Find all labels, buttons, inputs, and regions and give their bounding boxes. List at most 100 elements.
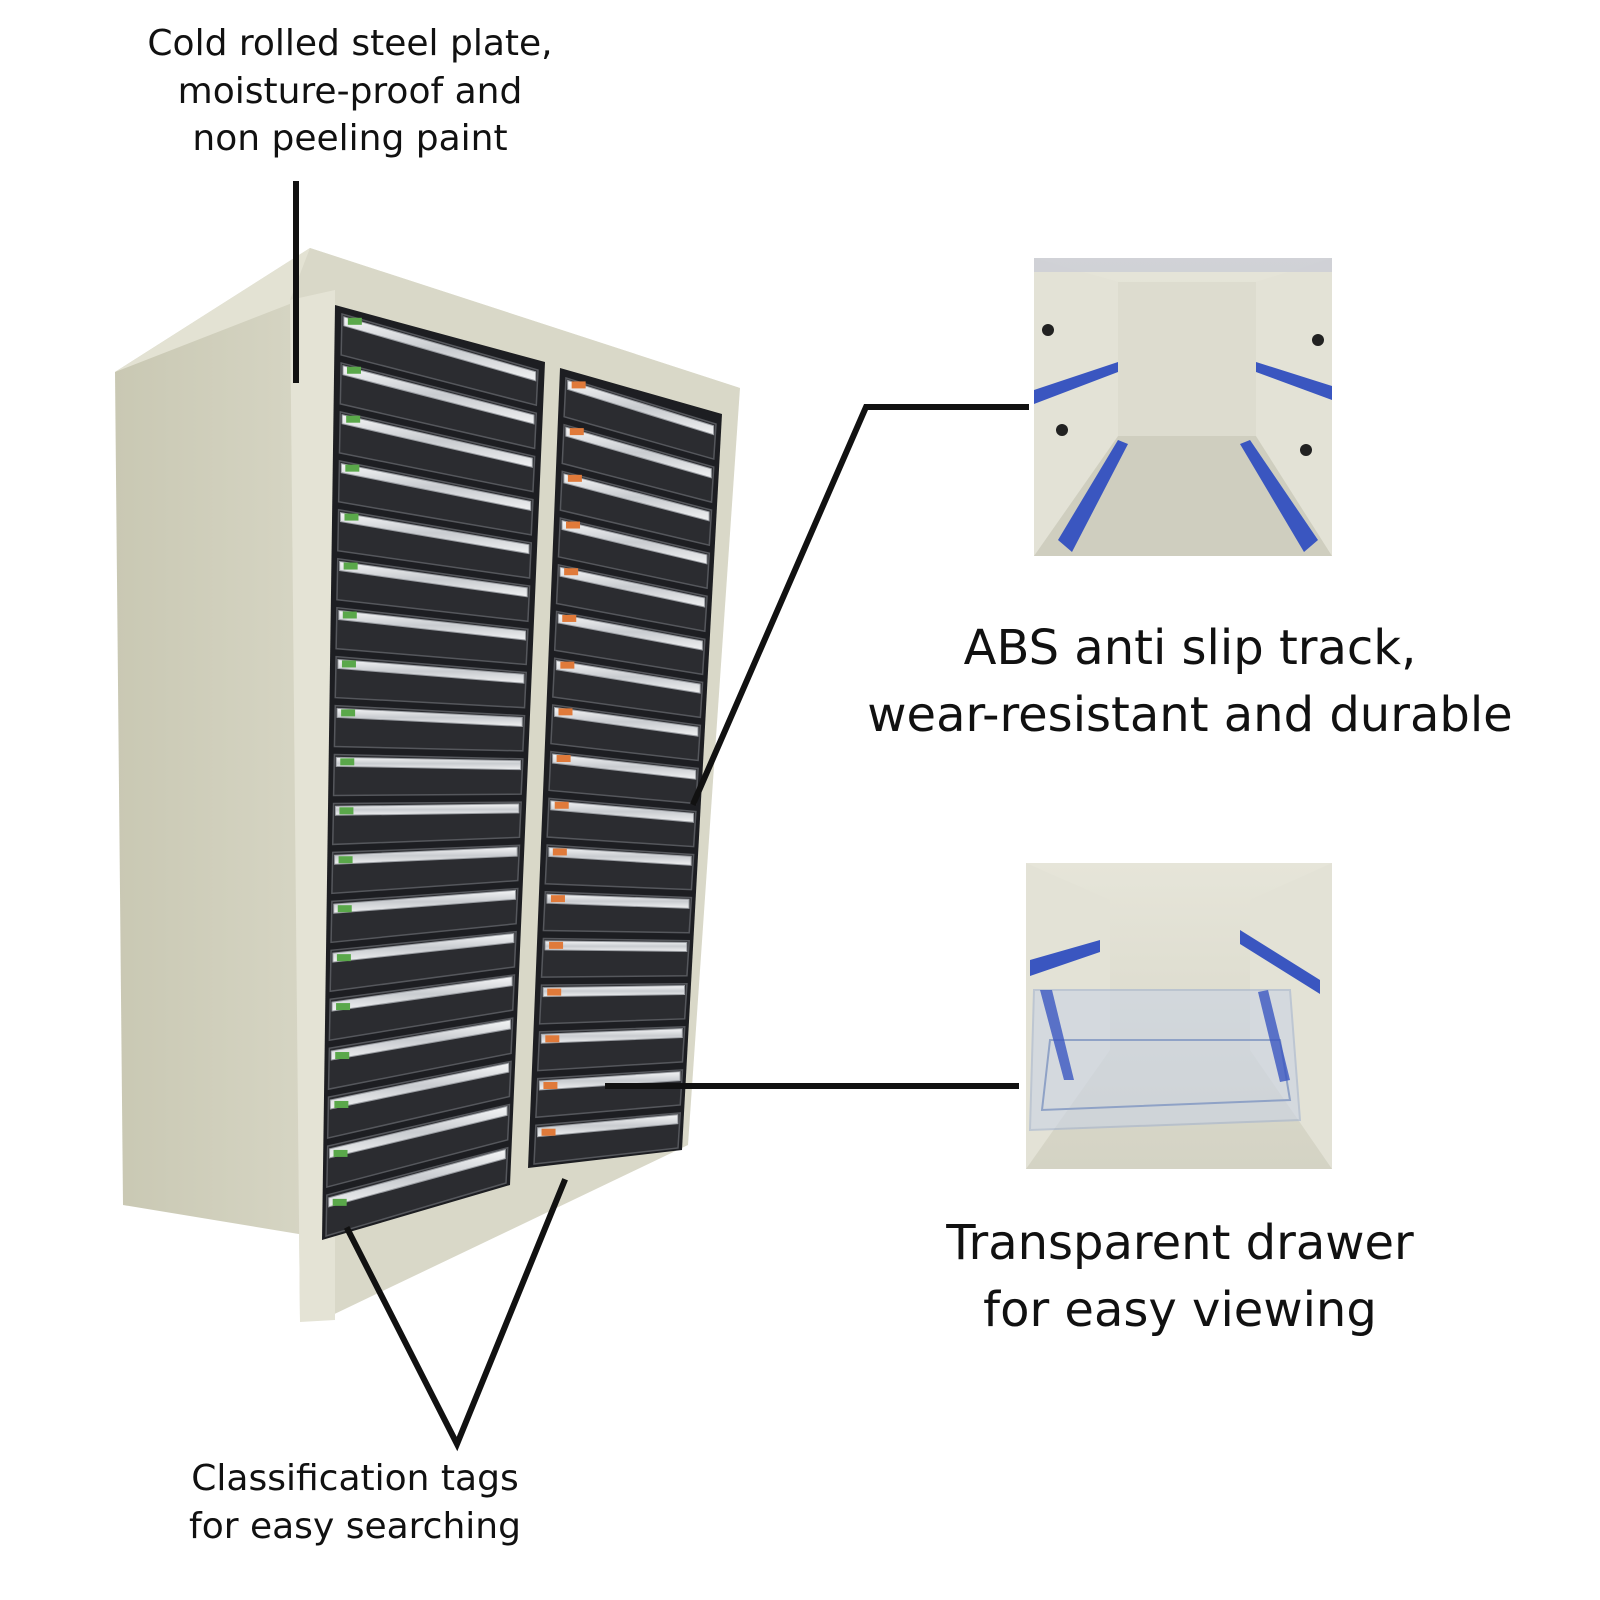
- classification-tag-icon: [344, 513, 359, 521]
- drawer-handle: [330, 1019, 511, 1061]
- callout-transparent-drawer: Transparent drawer for easy viewing: [880, 1210, 1480, 1344]
- classification-tag-icon: [336, 954, 351, 962]
- callout-line: for easy searching: [189, 1505, 521, 1547]
- drawer-handle: [328, 1148, 506, 1208]
- classification-tag-icon: [545, 1035, 560, 1043]
- rail-icon: [1030, 940, 1100, 976]
- transparent-drawer-divider: [1040, 1039, 1292, 1112]
- classification-tag-icon: [556, 755, 571, 763]
- drawer-handle: [542, 985, 686, 998]
- rail-icon: [1240, 440, 1318, 552]
- classification-tag-icon: [332, 1198, 347, 1206]
- callout-line: moisture-proof and: [177, 70, 523, 112]
- cabinet-front-edge: [290, 290, 335, 1322]
- drawer-handle: [559, 566, 706, 608]
- transparent-drawer-icon: [1028, 989, 1302, 1132]
- classification-tag-icon: [335, 1052, 350, 1060]
- drawer-handle: [550, 800, 694, 823]
- hole-icon: [1042, 324, 1054, 336]
- drawer-handle: [334, 846, 518, 865]
- callout-line: wear-resistant and durable: [867, 687, 1513, 744]
- drawer-handle: [546, 893, 690, 909]
- inset-track-top-edge: [1034, 258, 1332, 272]
- classification-tag-icon: [558, 708, 573, 716]
- drawer-handle: [340, 463, 532, 512]
- drawer-handle: [336, 707, 523, 727]
- callout-line: for easy viewing: [983, 1282, 1377, 1339]
- classification-tag-icon: [554, 801, 569, 809]
- callout-line: non peeling paint: [192, 118, 508, 160]
- classification-tag-icon: [336, 1003, 351, 1011]
- classification-tag-icon: [347, 317, 362, 325]
- drawer-handle: [335, 756, 522, 771]
- drawer-handle: [561, 519, 708, 565]
- inset-track-photo: [1034, 258, 1332, 556]
- classification-tag-icon: [566, 521, 581, 529]
- drawer-handle: [567, 379, 715, 436]
- drawer-handle: [329, 1062, 510, 1110]
- callout-line: Classification tags: [191, 1458, 519, 1499]
- hole-icon: [1312, 334, 1324, 346]
- callout-line: Cold rolled steel plate,: [147, 23, 553, 64]
- leader-line-track: [690, 404, 1029, 806]
- rail-icon: [1040, 990, 1074, 1080]
- leader-lines: [293, 181, 1029, 1452]
- callout-classification-tags: Classification tags for easy searching: [140, 1455, 570, 1550]
- classification-tag-icon: [347, 366, 362, 374]
- cabinet-side-panel: [115, 248, 335, 1240]
- rail-icon: [1058, 440, 1128, 552]
- classification-tag-icon: [550, 895, 565, 903]
- drawer-column-left: [325, 313, 539, 1238]
- classification-tag-icon: [562, 614, 577, 622]
- inset-drawer-photo: [1026, 863, 1332, 1169]
- classification-tag-icon: [552, 848, 567, 856]
- inset-track-left-wall: [1034, 258, 1118, 556]
- classification-tag-icon: [571, 381, 586, 389]
- rail-icon: [1034, 362, 1118, 404]
- rail-icon: [1240, 930, 1320, 994]
- classification-tag-icon: [339, 807, 354, 815]
- drawer-handle: [540, 1028, 683, 1044]
- drawer-handle: [548, 846, 692, 866]
- classification-tag-icon: [341, 709, 356, 717]
- drawer-handle: [342, 365, 535, 425]
- hole-icon: [1056, 424, 1068, 436]
- drawer-handle: [553, 706, 699, 737]
- inset-track-back-wall: [1118, 282, 1256, 436]
- classification-tag-icon: [345, 464, 360, 472]
- drawer-cabinet: [115, 248, 740, 1322]
- drawer-column-right: [533, 377, 717, 1165]
- callout-abs-track: ABS anti slip track, wear-resistant and …: [840, 615, 1540, 749]
- hole-icon: [1300, 444, 1312, 456]
- drawer-handle: [332, 932, 515, 963]
- rail-icon: [1256, 362, 1332, 400]
- drawer-handle: [338, 609, 527, 641]
- classification-tag-icon: [541, 1128, 556, 1136]
- classification-tag-icon: [341, 660, 356, 668]
- classification-tag-icon: [547, 988, 562, 996]
- classification-tag-icon: [338, 856, 353, 864]
- classification-tag-icon: [346, 415, 361, 423]
- inset-track-right-wall: [1256, 258, 1332, 556]
- rail-icon: [1258, 990, 1290, 1082]
- callout-steel-plate: Cold rolled steel plate, moisture-proof …: [100, 20, 600, 163]
- classification-tag-icon: [569, 428, 584, 436]
- drawer-handle: [544, 940, 688, 952]
- drawer-handle: [334, 803, 520, 816]
- drawer-handle: [557, 613, 703, 651]
- classification-tag-icon: [334, 1100, 349, 1108]
- classification-tag-icon: [564, 568, 579, 576]
- drawer-handle: [563, 473, 710, 522]
- drawer-handle: [343, 316, 537, 382]
- classification-tag-icon: [543, 1081, 558, 1089]
- classification-tag-icon: [333, 1149, 348, 1157]
- classification-tag-icon: [560, 661, 575, 669]
- classification-tag-icon: [343, 562, 358, 570]
- drawer-handle: [538, 1071, 681, 1091]
- drawer-handle: [555, 660, 701, 694]
- leader-line-tags: [343, 1178, 568, 1452]
- drawer-handle: [341, 414, 533, 468]
- drawer-handle: [337, 658, 525, 684]
- drawer-handle: [339, 560, 528, 598]
